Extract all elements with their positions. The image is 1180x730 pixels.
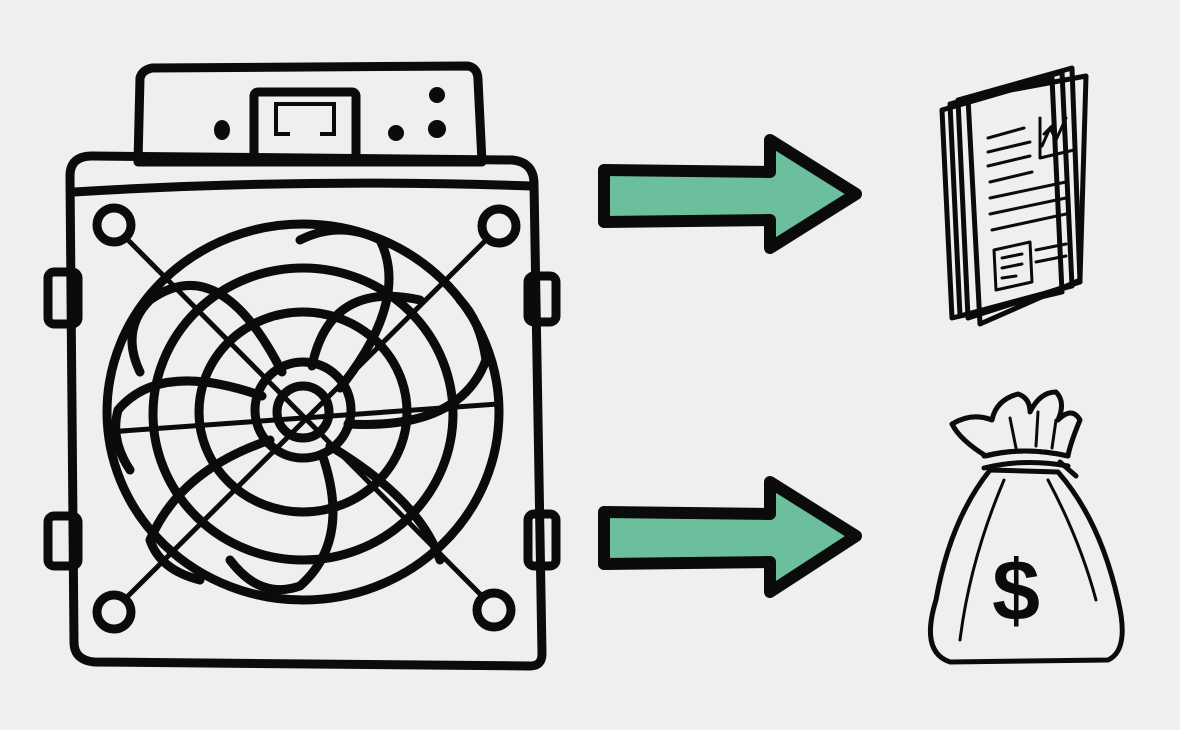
documents-stack-icon [939, 65, 1089, 327]
dollar-sign: $ [992, 543, 1040, 639]
asic-miner-icon [43, 61, 561, 671]
arrow-right-icon [598, 134, 862, 254]
arrow-top [598, 134, 862, 254]
arrow-right-icon [598, 476, 862, 598]
money-bag-icon: $ [927, 389, 1125, 665]
arrow-bottom [598, 476, 862, 598]
